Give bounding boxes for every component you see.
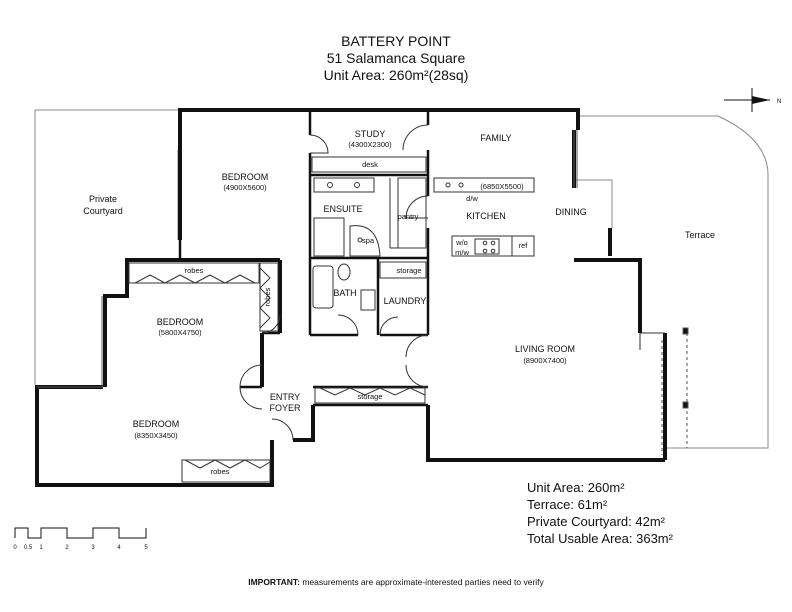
label-robes-side: robes [263, 287, 272, 306]
disclaimer-text: measurements are approximate-interested … [299, 577, 544, 587]
bath-tub [312, 265, 334, 309]
label-ensuite: ENSUITE [323, 204, 362, 214]
label-wall-oven: w/o [455, 238, 468, 247]
disclaimer-prefix: IMPORTANT: [248, 577, 300, 587]
storage-bottom-box [314, 387, 426, 404]
label-kitchen: KITCHEN [466, 211, 506, 221]
label-fridge: ref [519, 241, 529, 250]
exterior-walls [35, 108, 667, 487]
disclaimer: IMPORTANT: measurements are approximate-… [0, 577, 792, 587]
address-title: 51 Salamanca Square [326, 50, 466, 66]
label-bedroom-1: BEDROOM [222, 172, 269, 182]
scale-tick-0: 0 [13, 545, 17, 551]
label-private-courtyard-1: Private [89, 194, 117, 204]
study-door [309, 134, 329, 154]
label-bedroom-3: BEDROOM [133, 419, 180, 429]
label-dining: DINING [555, 207, 587, 217]
label-microwave: m/w [455, 248, 469, 257]
label-storage-top: storage [396, 266, 421, 275]
spa-bath [349, 225, 381, 257]
scale-tick-1: 0.5 [24, 545, 33, 551]
desk-bench [311, 156, 427, 173]
laundry-storage [379, 261, 427, 279]
scale-tick-5: 4 [117, 545, 121, 551]
doors [239, 124, 665, 441]
stat-unit-area: Unit Area: 260m² [527, 480, 625, 495]
compass-icon: N [724, 88, 781, 112]
courtyard-outline [34, 109, 178, 385]
label-kitchen-dim: (6850X5500) [480, 182, 524, 191]
living-double-door [405, 334, 429, 388]
label-terrace: Terrace [685, 230, 715, 240]
label-study: STUDY [355, 129, 386, 139]
label-robes-bottom: robes [211, 467, 230, 476]
label-spa: spa [362, 236, 375, 245]
scale-tick-4: 3 [91, 545, 95, 551]
label-bath: BATH [333, 288, 356, 298]
scale-tick-2: 1 [39, 545, 43, 551]
label-bedroom-1-dim: (4900X5600) [223, 183, 267, 192]
unit-area-title: Unit Area: 260m²(28sq) [323, 67, 469, 83]
label-study-dim: (4300X2300) [348, 140, 392, 149]
entry-door [271, 418, 294, 441]
label-entry: ENTRY [270, 392, 300, 402]
outdoor-outlines [34, 109, 769, 449]
label-bedroom-2: BEDROOM [157, 317, 204, 327]
title-block: BATTERY POINT 51 Salamanca Square Unit A… [0, 33, 792, 84]
label-bedroom-3-dim: (8350X3450) [134, 431, 178, 440]
area-stats: Unit Area: 260m² Terrace: 61m² Private C… [527, 479, 673, 547]
label-bedroom-2-dim: (5800X4750) [158, 328, 202, 337]
terrace-outline [578, 115, 769, 449]
label-pantry: pantry [398, 212, 419, 221]
ensuite-vanity [313, 177, 375, 193]
suburb-title: BATTERY POINT [341, 33, 451, 49]
label-desk: desk [362, 160, 378, 169]
label-living-room: LIVING ROOM [515, 344, 575, 354]
stat-terrace: Terrace: 61m² [527, 497, 608, 512]
fixtures [311, 156, 535, 311]
scale-tick-3: 2 [65, 545, 69, 551]
label-living-room-dim: (8900X7400) [523, 356, 567, 365]
stat-total: Total Usable Area: 363m² [527, 531, 673, 546]
wall-north [178, 108, 580, 240]
kitchen-bench [433, 177, 535, 193]
label-robes-top: robes [185, 266, 204, 275]
robes [128, 262, 426, 483]
label-private-courtyard-2: Courtyard [83, 206, 123, 216]
kitchen-door [405, 195, 429, 219]
stat-courtyard: Private Courtyard: 42m² [527, 514, 665, 529]
label-storage-bottom: storage [357, 392, 382, 401]
windows [37, 130, 689, 455]
scale-bar: 0 0.5 1 2 3 4 5 [13, 527, 148, 551]
compass-north-label: N [777, 99, 781, 105]
shower [313, 217, 345, 257]
scale-tick-6: 5 [144, 545, 148, 551]
interior-walls [178, 110, 430, 407]
label-family: FAMILY [480, 133, 511, 143]
robes-side-box [259, 262, 279, 332]
label-dishwasher: d/w [466, 194, 478, 203]
robes-bottom-box [181, 459, 271, 483]
label-foyer: FOYER [269, 403, 301, 413]
label-laundry: LAUNDRY [384, 296, 427, 306]
toilet [337, 263, 351, 281]
